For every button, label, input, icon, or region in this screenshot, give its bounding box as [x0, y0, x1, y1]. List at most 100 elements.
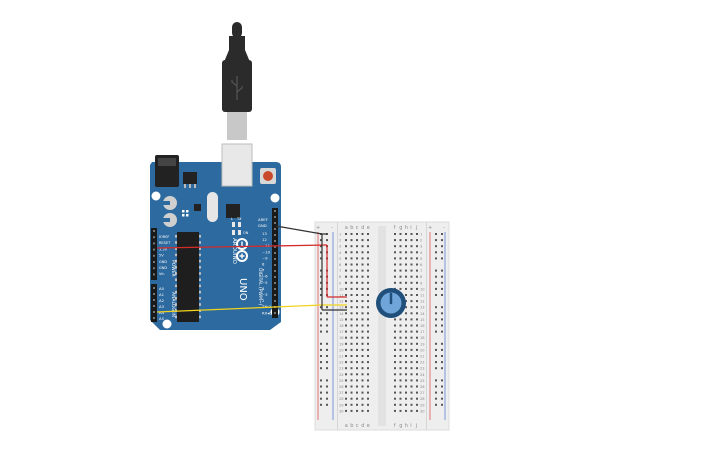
rail-hole[interactable]: [441, 342, 443, 345]
breadboard-hole[interactable]: [356, 391, 358, 394]
breadboard-hole[interactable]: [367, 385, 369, 388]
rail-hole[interactable]: [320, 281, 322, 284]
rail-hole[interactable]: [435, 385, 437, 388]
breadboard-hole[interactable]: [350, 318, 353, 321]
header-hole[interactable]: [153, 293, 155, 295]
breadboard-hole[interactable]: [399, 251, 402, 254]
breadboard-hole[interactable]: [416, 403, 418, 406]
rail-hole[interactable]: [320, 269, 322, 272]
breadboard-hole[interactable]: [416, 330, 418, 333]
breadboard-hole[interactable]: [399, 336, 402, 339]
header-hole[interactable]: [153, 242, 155, 245]
rail-hole[interactable]: [441, 239, 443, 242]
breadboard-hole[interactable]: [410, 233, 413, 235]
rail-hole[interactable]: [435, 367, 437, 370]
header-hole[interactable]: [153, 287, 155, 289]
breadboard-hole[interactable]: [345, 367, 347, 370]
breadboard-hole[interactable]: [361, 361, 364, 364]
breadboard-hole[interactable]: [350, 361, 353, 364]
breadboard-hole[interactable]: [399, 348, 402, 351]
rail-hole[interactable]: [441, 355, 443, 357]
breadboard-hole[interactable]: [367, 281, 369, 284]
breadboard-hole[interactable]: [394, 239, 396, 242]
breadboard-hole[interactable]: [394, 379, 396, 382]
rail-hole[interactable]: [435, 324, 437, 327]
breadboard-hole[interactable]: [416, 300, 418, 303]
breadboard-hole[interactable]: [345, 300, 347, 303]
breadboard-hole[interactable]: [350, 306, 353, 309]
breadboard-hole[interactable]: [416, 281, 418, 284]
breadboard-hole[interactable]: [350, 336, 353, 339]
breadboard-hole[interactable]: [416, 312, 418, 315]
breadboard-hole[interactable]: [410, 251, 413, 254]
breadboard-hole[interactable]: [416, 336, 418, 339]
breadboard-hole[interactable]: [410, 409, 413, 412]
breadboard-hole[interactable]: [410, 245, 413, 248]
breadboard-hole[interactable]: [399, 391, 402, 394]
breadboard-hole[interactable]: [367, 336, 369, 339]
rail-hole[interactable]: [320, 306, 322, 309]
rail-hole[interactable]: [320, 330, 322, 333]
breadboard-hole[interactable]: [356, 233, 358, 235]
breadboard-hole[interactable]: [405, 245, 407, 248]
breadboard-hole[interactable]: [356, 379, 358, 382]
rail-hole[interactable]: [435, 379, 437, 382]
breadboard-hole[interactable]: [416, 275, 418, 278]
breadboard-hole[interactable]: [356, 294, 358, 296]
header-hole[interactable]: [274, 312, 276, 314]
breadboard-hole[interactable]: [416, 251, 418, 254]
breadboard-hole[interactable]: [367, 342, 369, 345]
breadboard-hole[interactable]: [356, 385, 358, 388]
rail-hole[interactable]: [435, 239, 437, 242]
breadboard-hole[interactable]: [356, 342, 358, 345]
breadboard-hole[interactable]: [356, 251, 358, 254]
breadboard-hole[interactable]: [361, 281, 364, 284]
breadboard-hole[interactable]: [399, 318, 402, 321]
breadboard-hole[interactable]: [361, 239, 364, 242]
rail-hole[interactable]: [326, 324, 328, 327]
breadboard-hole[interactable]: [399, 373, 402, 376]
rail-hole[interactable]: [435, 397, 437, 400]
breadboard-hole[interactable]: [410, 397, 413, 400]
header-hole[interactable]: [153, 261, 155, 263]
breadboard-hole[interactable]: [367, 263, 369, 266]
breadboard-hole[interactable]: [350, 373, 353, 376]
breadboard-hole[interactable]: [345, 269, 347, 272]
breadboard-hole[interactable]: [405, 318, 407, 321]
breadboard-hole[interactable]: [416, 257, 418, 260]
breadboard-hole[interactable]: [345, 263, 347, 266]
breadboard-hole[interactable]: [350, 233, 353, 235]
header-hole[interactable]: [274, 258, 276, 260]
header-hole[interactable]: [274, 288, 276, 290]
breadboard-hole[interactable]: [367, 239, 369, 242]
breadboard-hole[interactable]: [405, 336, 407, 339]
breadboard-hole[interactable]: [361, 367, 364, 370]
header-hole[interactable]: [153, 299, 155, 301]
breadboard-hole[interactable]: [394, 257, 396, 260]
breadboard-hole[interactable]: [416, 233, 418, 235]
breadboard-hole[interactable]: [356, 300, 358, 303]
breadboard-hole[interactable]: [410, 318, 413, 321]
breadboard-hole[interactable]: [345, 312, 347, 315]
breadboard-hole[interactable]: [345, 348, 347, 351]
wires[interactable]: [156, 225, 347, 313]
header-hole[interactable]: [274, 264, 276, 266]
header-hole[interactable]: [274, 222, 276, 224]
breadboard-hole[interactable]: [394, 251, 396, 254]
breadboard-hole[interactable]: [394, 348, 396, 351]
rail-hole[interactable]: [320, 312, 322, 315]
breadboard-hole[interactable]: [405, 257, 407, 260]
rail-hole[interactable]: [435, 294, 437, 296]
breadboard-hole[interactable]: [367, 403, 369, 406]
breadboard-hole[interactable]: [416, 269, 418, 272]
breadboard-hole[interactable]: [405, 239, 407, 242]
breadboard-hole[interactable]: [405, 263, 407, 266]
breadboard-hole[interactable]: [394, 397, 396, 400]
breadboard-hole[interactable]: [356, 361, 358, 364]
breadboard-hole[interactable]: [399, 287, 402, 290]
rail-hole[interactable]: [441, 251, 443, 254]
breadboard-hole[interactable]: [410, 348, 413, 351]
breadboard-hole[interactable]: [345, 336, 347, 339]
breadboard-hole[interactable]: [405, 409, 407, 412]
breadboard-hole[interactable]: [350, 239, 353, 242]
